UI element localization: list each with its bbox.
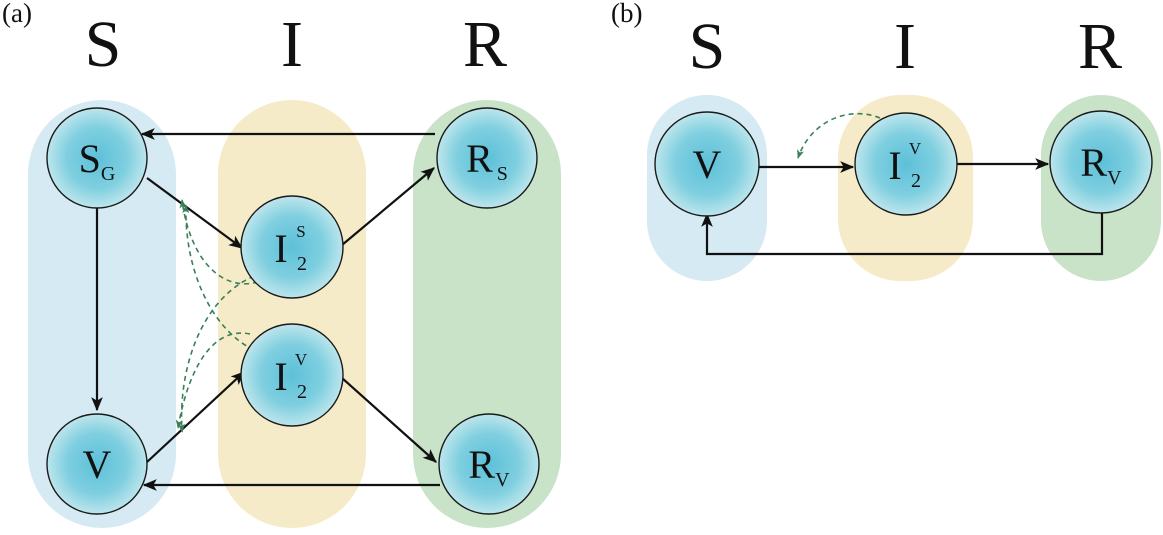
node-i2s-sup: S — [296, 222, 305, 241]
node-i2v-b-sub: 2 — [911, 170, 921, 192]
node-i2v-b-main: I — [888, 143, 901, 188]
node-i2s-sub: 2 — [297, 253, 307, 275]
arrow-v-to-i2v — [146, 371, 245, 463]
node-sg: SG — [46, 107, 148, 209]
node-i2v: I V 2 — [240, 323, 344, 427]
arrow-sg-to-i2s — [146, 177, 243, 249]
node-rv: RV — [438, 413, 540, 515]
arrow-i2s-to-rs — [341, 167, 435, 246]
node-i2v-sup: V — [295, 350, 308, 369]
column-heading-s-b: S — [689, 10, 726, 83]
panel-b: (b) S I R V I V 2 RV — [611, 0, 1161, 281]
node-i2s: I S 2 — [240, 195, 344, 299]
node-v-b-label: V — [693, 142, 722, 187]
node-i2v-sub: 2 — [297, 381, 307, 403]
node-v-label: V — [83, 442, 112, 487]
column-heading-s: S — [85, 8, 122, 81]
node-i2s-main: I — [274, 226, 287, 271]
dashed-i2v-to-sg — [182, 204, 255, 351]
column-heading-r-b: R — [1078, 10, 1122, 83]
dashed-i2v-to-v — [175, 332, 251, 429]
column-heading-i-b: I — [894, 10, 916, 83]
node-v-b: V — [654, 111, 760, 217]
node-i2v-b-sup: V — [909, 139, 922, 158]
column-heading-r: R — [463, 8, 507, 81]
node-rv-label: RV — [468, 442, 510, 491]
column-heading-i: I — [281, 8, 303, 81]
node-rv-b: RV — [1049, 110, 1153, 214]
node-sg-label: SG — [79, 136, 116, 185]
dashed-i2v-to-v-b — [797, 113, 881, 159]
r-compartment-band — [413, 100, 561, 528]
node-i2v-main: I — [274, 354, 287, 399]
panel-b-label: (b) — [611, 0, 642, 28]
i-compartment-band — [218, 100, 366, 528]
dashed-i2s-to-v — [177, 275, 255, 433]
node-rv-b-label: RV — [1080, 140, 1122, 189]
node-v: V — [46, 413, 148, 515]
node-i2v-b: I V 2 — [854, 112, 958, 216]
arrow-rv-to-v-b — [701, 212, 1104, 256]
panel-a-label: (a) — [2, 0, 32, 28]
s-compartment-band — [28, 100, 176, 528]
panel-a: (a) S I R SG V — [2, 0, 561, 528]
arrow-i2v-to-rv — [341, 377, 437, 463]
